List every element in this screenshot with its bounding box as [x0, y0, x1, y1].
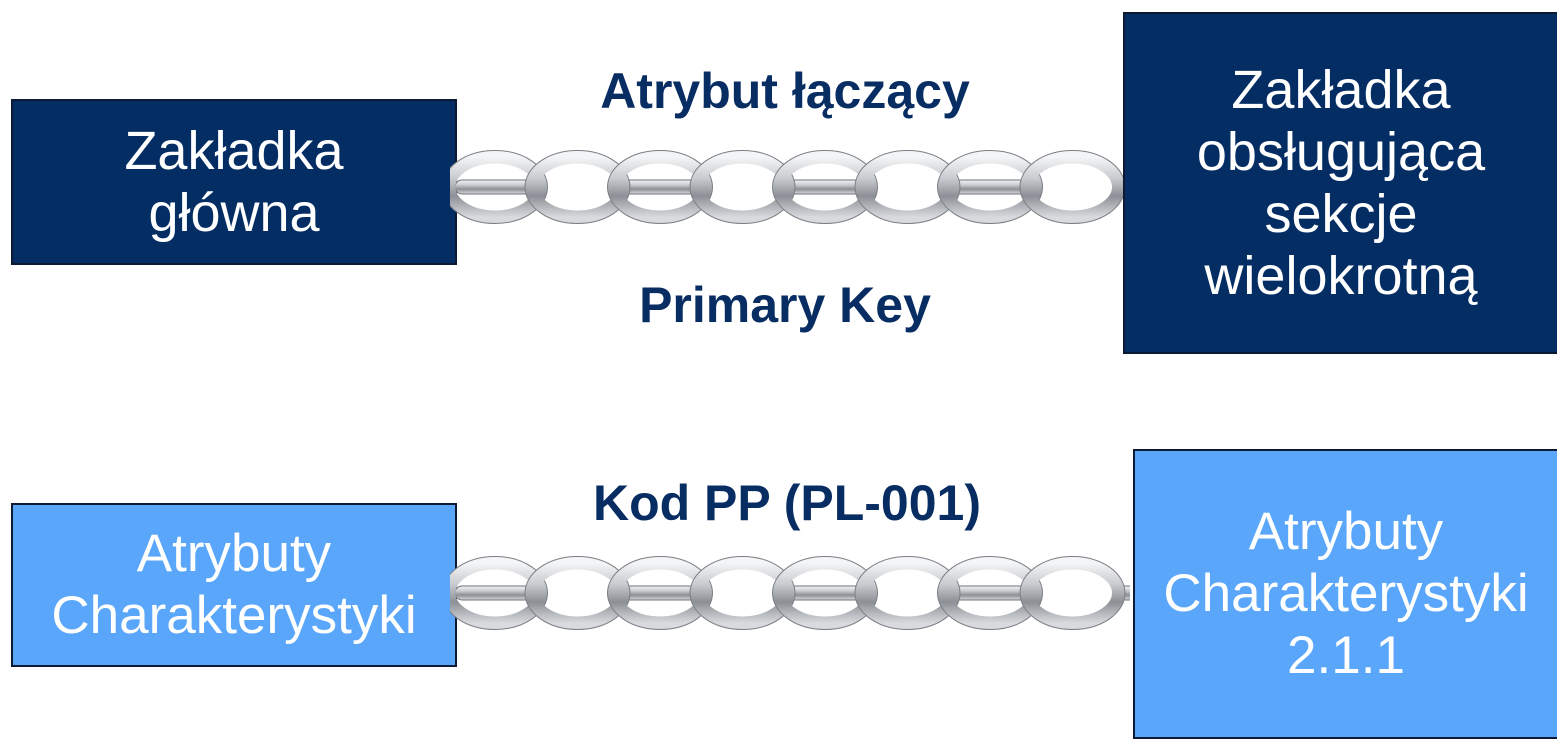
chain-icon [450, 556, 1130, 630]
chain-link-outline [450, 556, 548, 630]
chain-link-outline [772, 150, 878, 224]
chain-link [525, 556, 630, 630]
chain-link-outline [854, 556, 961, 630]
chain-link [1020, 556, 1125, 630]
chain-link-outline [937, 556, 1043, 630]
chain-link-outline [854, 150, 961, 224]
chain-link [772, 150, 878, 224]
chain-link-outline [689, 556, 796, 630]
chain-link [937, 556, 1043, 630]
chain-link-outline [607, 150, 713, 224]
chain-link-outline [1019, 556, 1126, 630]
chain-link-outline [524, 556, 631, 630]
chain-link [450, 556, 548, 630]
characteristics-attributes-box: Atrybuty Charakterystyki [11, 503, 457, 667]
main-tab-label: Zakładka główna [124, 121, 344, 243]
chain-link [855, 150, 960, 224]
primary-key-label: Primary Key [639, 277, 931, 333]
chain-link [690, 150, 795, 224]
characteristics-attributes-label: Atrybuty Charakterystyki [51, 524, 417, 645]
chain-link-outline [524, 150, 631, 224]
main-tab-box: Zakładka główna [11, 99, 457, 265]
chain-link [1020, 150, 1125, 224]
chain-link-outline [450, 150, 548, 224]
chain-link-outline [937, 150, 1043, 224]
multi-section-tab-label: Zakładka obsługująca sekcje wielokrotną [1196, 60, 1486, 306]
chain-link [772, 556, 878, 630]
chain-link [450, 150, 548, 224]
pp-code-label: Kod PP (PL-001) [592, 475, 982, 531]
chain-link [607, 150, 713, 224]
chain-link-outline [689, 150, 796, 224]
linking-attribute-label: Atrybut łączący [600, 63, 970, 119]
chain-link [525, 150, 630, 224]
chain-link [855, 556, 960, 630]
chain-link [607, 556, 713, 630]
chain-link [937, 150, 1043, 224]
characteristics-attributes-211-box: Atrybuty Charakterystyki 2.1.1 [1133, 449, 1557, 739]
chain-icon [450, 150, 1130, 224]
multi-section-tab-box: Zakładka obsługująca sekcje wielokrotną [1123, 12, 1557, 354]
chain-link [690, 556, 795, 630]
chain-link-outline [772, 556, 878, 630]
chain-link-outline [607, 556, 713, 630]
characteristics-attributes-211-label: Atrybuty Charakterystyki 2.1.1 [1163, 502, 1529, 685]
